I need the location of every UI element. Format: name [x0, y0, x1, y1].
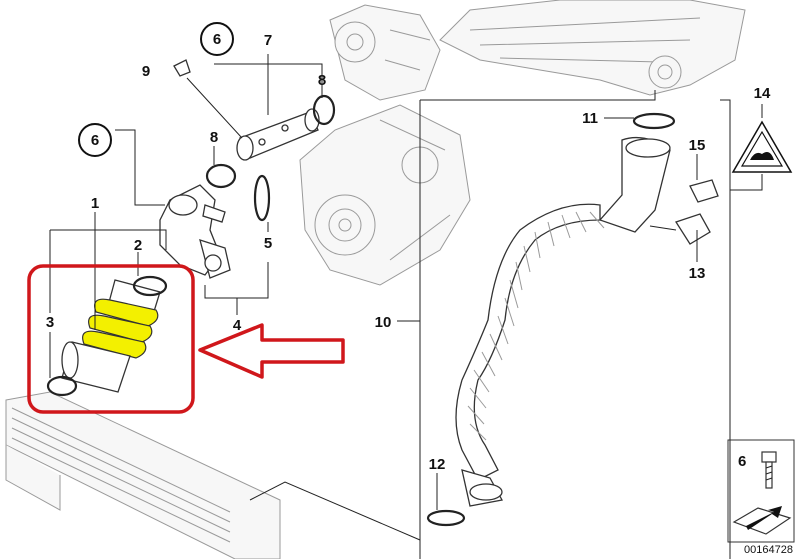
callout-4: 4 — [233, 317, 242, 334]
part-2-seal-ring — [132, 275, 168, 297]
legend-box: 6 — [727, 439, 795, 543]
callout-2: 2 — [134, 237, 142, 254]
callout-15: 15 — [689, 137, 706, 154]
charge-air-elbow — [159, 184, 231, 279]
callout-7: 7 — [264, 32, 272, 49]
part-11-seal-ring — [632, 112, 676, 130]
part-10-corrugated-intake-hose — [455, 136, 671, 507]
callout-circle-6-left: 6 — [78, 123, 112, 157]
callout-11: 11 — [582, 110, 598, 127]
leader-lines — [49, 54, 763, 559]
callout-10: 10 — [375, 314, 392, 331]
part-1-charge-air-hose — [61, 279, 161, 393]
callout-1: 1 — [91, 195, 99, 212]
part-15-bracket — [689, 179, 719, 203]
washer-plate-icon — [732, 506, 792, 535]
callout-9: 9 — [142, 63, 150, 80]
part-8-lower-seal-ring — [205, 163, 237, 189]
lower-turbocharger-outline — [299, 104, 471, 286]
callout-3: 3 — [46, 314, 54, 331]
callout-13: 13 — [689, 265, 706, 282]
upper-turbocharger-outline — [329, 4, 441, 101]
part-9-clip — [173, 59, 191, 77]
callout-14: 14 — [754, 85, 771, 102]
highlight-frame — [27, 264, 195, 414]
part-7-pipe — [236, 108, 320, 161]
bolt-icon — [761, 451, 777, 489]
part-12-seal-ring — [426, 509, 466, 527]
intake-manifold-outline — [439, 0, 746, 96]
svg-text:6: 6 — [213, 31, 221, 48]
callout-5: 5 — [264, 235, 272, 252]
part-14-warning-label-icon — [731, 120, 793, 173]
callout-12: 12 — [429, 456, 446, 473]
callout-circle-6-top: 6 — [200, 22, 234, 56]
highlight-arrow — [198, 323, 345, 379]
callout-8-lower: 8 — [210, 129, 218, 146]
callout-labels: 7 9 8 8 1 2 5 3 4 10 11 14 15 13 12 — [46, 32, 771, 473]
callout-8-upper: 8 — [318, 72, 326, 89]
legend-number: 6 — [738, 453, 746, 470]
part-13-sensor — [649, 213, 711, 245]
intercooler-outline — [5, 391, 281, 559]
part-3-seal-ring — [46, 375, 78, 397]
svg-text:6: 6 — [91, 132, 99, 149]
document-number: 00164728 — [744, 544, 793, 556]
part-8-upper-seal-ring — [312, 94, 336, 126]
part-5-seal-ring — [253, 174, 271, 222]
